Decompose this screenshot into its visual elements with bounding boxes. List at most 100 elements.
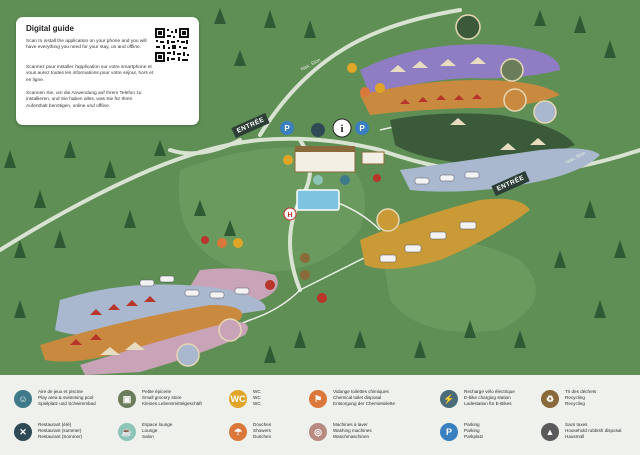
- washing-machine-icon: ◎: [309, 423, 327, 441]
- main-building-roof: [295, 146, 355, 152]
- parking-icon[interactable]: [355, 121, 369, 135]
- grocery-store-icon: ▣: [118, 390, 136, 408]
- legend-label-line: Lounge: [142, 428, 158, 434]
- tents: [70, 94, 482, 345]
- legend-label-line: Chemical toilet disposal: [333, 395, 382, 401]
- legend-label-line: Tri des déchets: [565, 389, 597, 394]
- parking-icon: P: [440, 423, 458, 441]
- parking-icon-glyph: P: [359, 124, 365, 133]
- legend-label-line: Kleines Lebensmittelgeschäft: [142, 401, 202, 407]
- campsite-map[interactable]: i P P H: [0, 0, 640, 375]
- legend-label-line: Small grocery store: [142, 395, 182, 401]
- legend-label-line: Hausmüll: [565, 434, 585, 440]
- ibex-icon: [533, 100, 557, 124]
- legend-label-line: Espace lounge: [142, 422, 173, 427]
- marmot-icon: [376, 208, 400, 232]
- guide-text-de: Scannen Sie, um die Anwendung auf Ihrem …: [26, 91, 142, 109]
- legend-label-line: Petite épicerie: [142, 389, 172, 394]
- digital-guide-card: Digital guide Scan to install the applic…: [16, 17, 199, 125]
- showers-icon[interactable]: [360, 87, 370, 97]
- legend-label-line: Recycling: [565, 401, 585, 407]
- legend-label-line: Parkplatz: [464, 434, 484, 440]
- legend-label-line: WC: [253, 389, 261, 394]
- chemical-toilet-disposal-icon[interactable]: [265, 280, 275, 290]
- parking-icon[interactable]: [280, 121, 294, 135]
- restaurant-icon[interactable]: [311, 123, 325, 137]
- playground-pool-icon[interactable]: [340, 175, 350, 185]
- playground-pool-icon: ☺: [14, 390, 32, 408]
- side-building: [361, 151, 385, 165]
- chemical-toilet-disposal-icon[interactable]: [317, 293, 327, 303]
- qr-code[interactable]: [154, 27, 190, 63]
- legend-label-line: Play area & swimming pool: [38, 395, 94, 401]
- extinguisher-icon: [373, 174, 381, 182]
- recycling-icon[interactable]: [300, 270, 310, 280]
- bear-icon: [455, 14, 481, 40]
- zone-pink-south[interactable]: [80, 321, 248, 375]
- legend-item: ✕Restaurant (été)Restaurant (summer)Rest…: [14, 419, 120, 455]
- legend-label-line: Entsorgung der Chemietoilette: [333, 401, 396, 407]
- poi-pins[interactable]: i P P H: [201, 63, 385, 303]
- legend-label-line: E-bike charging station: [464, 395, 511, 401]
- wc-icon[interactable]: [233, 238, 243, 248]
- ebike-charging-icon: ⚡: [440, 390, 458, 408]
- legend-label-line: Salon: [142, 434, 154, 440]
- info-icon[interactable]: [332, 118, 352, 138]
- wc-icon[interactable]: [283, 155, 293, 165]
- legend-label-line: Spielplatz und Schwimmbad: [38, 401, 96, 407]
- swimming-pool[interactable]: [296, 189, 340, 211]
- info-icon-glyph: i: [340, 123, 343, 135]
- legend-label-line: WC: [253, 401, 261, 407]
- legend-label-line: Waschmaschinen: [333, 434, 370, 440]
- hare-icon: [218, 318, 242, 342]
- fox-icon: [503, 88, 527, 112]
- legend-label-line: Parking: [464, 428, 480, 434]
- wc-icon: WC: [229, 390, 247, 408]
- lodges: [100, 57, 546, 355]
- legend-label-line: Sacs taxes: [565, 422, 588, 427]
- wc-icon[interactable]: [375, 83, 385, 93]
- hospital-icon-glyph: H: [287, 212, 292, 219]
- badger-icon: [500, 58, 524, 82]
- restaurant-icon: ✕: [14, 423, 32, 441]
- hospital-icon[interactable]: [283, 207, 297, 221]
- guide-text-fr: Scannez pour installer l'application sur…: [26, 65, 154, 83]
- wc-icon[interactable]: [347, 63, 357, 73]
- recycling-icon[interactable]: [300, 253, 310, 263]
- main-building[interactable]: [294, 149, 356, 173]
- legend-label-line: Parking: [464, 422, 480, 427]
- extinguisher-icon: [201, 236, 209, 244]
- zone-purple[interactable]: [360, 44, 560, 95]
- legend-label-line: Household rubbish disposal: [565, 428, 622, 434]
- showers-icon[interactable]: [217, 238, 227, 248]
- chamois-icon: [176, 343, 200, 367]
- legend-label-line: Washing machines: [333, 428, 372, 434]
- legend-label-line: Restaurant (summer): [38, 428, 82, 434]
- legend-label-line: Recycling: [565, 395, 585, 401]
- legend-label-line: Machines à laver: [333, 422, 368, 427]
- legend-label-line: WC: [253, 395, 261, 401]
- zone-orange-west[interactable]: [40, 305, 242, 362]
- animal-markers: [176, 14, 557, 367]
- lounge-icon[interactable]: [313, 175, 323, 185]
- chemical-toilet-disposal-icon: ⚑: [309, 390, 327, 408]
- legend-label-line: Aire de jeux et piscine: [38, 389, 83, 394]
